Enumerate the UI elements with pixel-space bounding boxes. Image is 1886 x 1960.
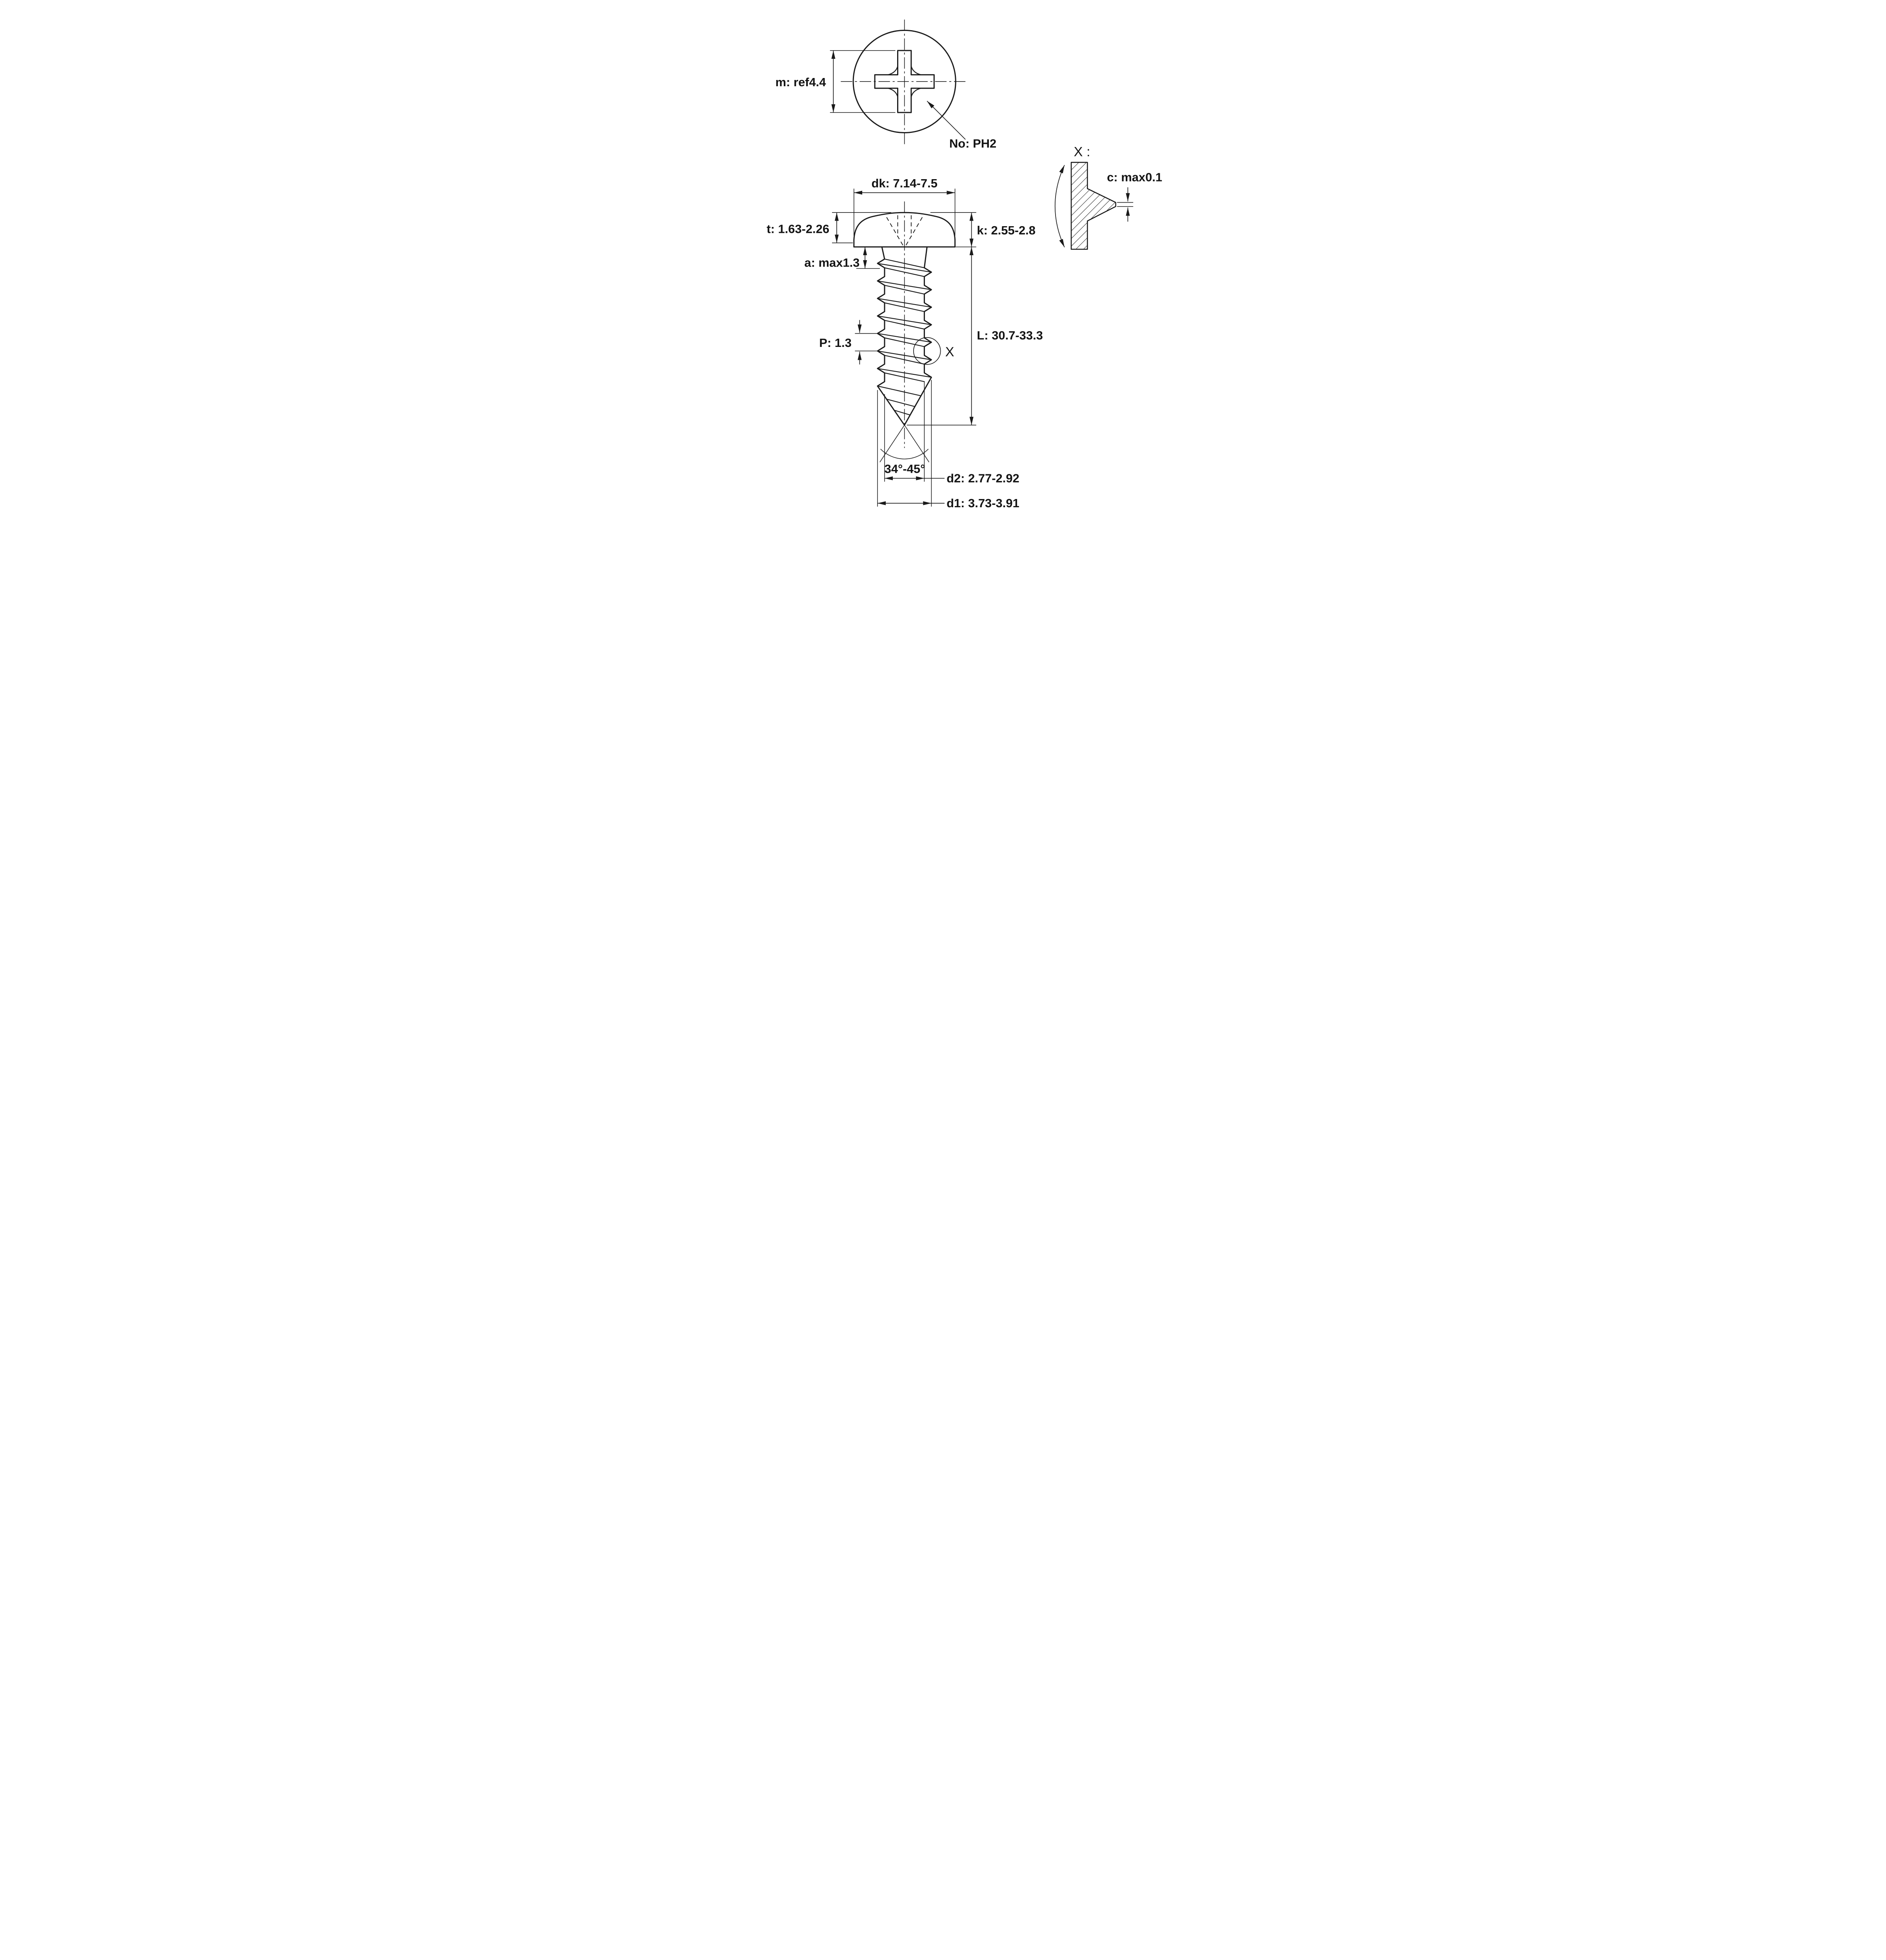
recess-wing-lower-right [910,88,921,98]
dk-dimension-label: dk: 7.14-7.5 [871,176,937,190]
angle-arc [880,448,928,459]
recess-wing-upper-right [910,65,921,75]
drawing-page: m: ref4.4 No: PH2 X : c: max0.1 [707,0,1179,530]
point-angle-label: 34°-45° [884,462,925,475]
angle-leg-right [904,425,929,463]
detail-view-title: X : [1074,145,1090,160]
profile-arc-indicator [1054,165,1065,248]
d2-dimension-label: d2: 2.77-2.92 [947,471,1019,485]
detail-view-x: X : c: max0.1 [1054,145,1162,250]
l-dimension-label: L: 30.7-33.3 [977,328,1043,342]
thread-section-hatched [1070,162,1116,250]
d1-dimension-label: d1: 3.73-3.91 [947,496,1019,510]
screw-technical-drawing: m: ref4.4 No: PH2 X : c: max0.1 [707,0,1179,530]
head-outline [853,212,956,248]
p-dimension-label: P: 1.3 [819,336,852,350]
m-dimension-label: m: ref4.4 [775,75,826,89]
head-outline-circle [852,29,956,134]
a-dimension-label: a: max1.3 [804,256,859,270]
k-dimension-label: k: 2.55-2.8 [977,223,1036,237]
recess-cone-hidden-right [905,217,923,246]
side-view: dk: 7.14-7.5 t: 1.63-2.26 k: 2.55-2.8 a:… [767,176,1043,510]
t-dimension-label: t: 1.63-2.26 [767,222,829,236]
detail-reference-label: X [945,345,954,359]
top-view: m: ref4.4 No: PH2 [775,19,996,150]
thread-crest-lines [877,258,932,416]
detail-reference-circle [913,337,941,365]
thread-outline-right [903,246,932,426]
recess-wing-upper-left [887,65,898,75]
recess-type-label: No: PH2 [949,136,996,150]
recess-leader-line [927,101,966,140]
angle-leg-left [879,425,905,463]
recess-cone-hidden-left [886,217,903,246]
recess-wing-lower-left [887,88,898,98]
c-dimension-label: c: max0.1 [1107,170,1162,184]
phillips-recess-outline [874,50,935,113]
